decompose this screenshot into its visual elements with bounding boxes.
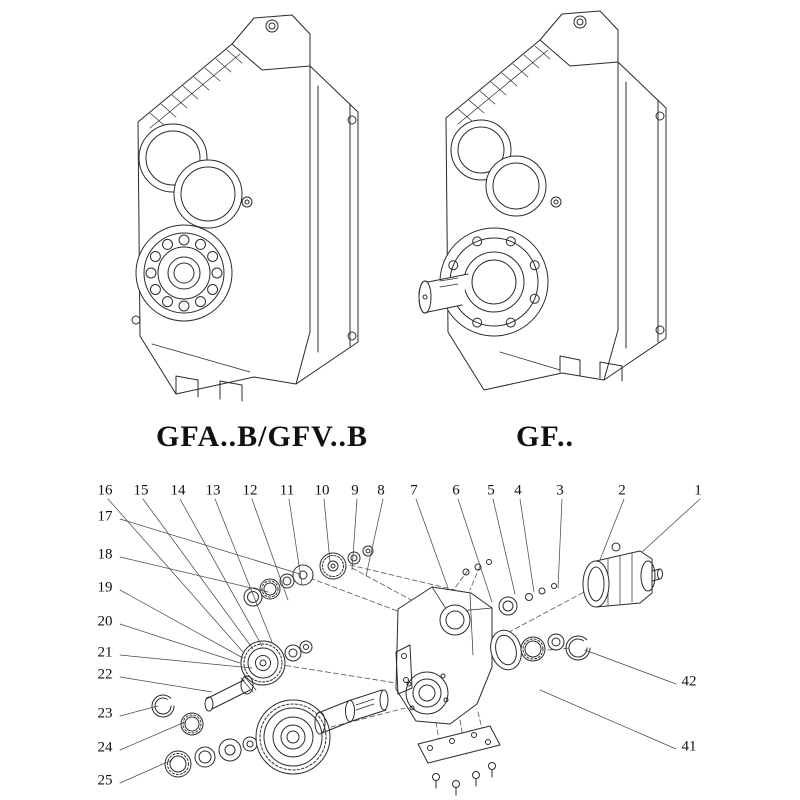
part-right-rings — [490, 583, 591, 671]
part-label-19: 19 — [97, 579, 113, 596]
caption-gfab: GFA..B/GFV..B — [156, 420, 368, 453]
part-label-18: 18 — [97, 546, 113, 563]
part-intermediate-gear — [240, 640, 313, 686]
gearbox-drawing-gfab — [131, 14, 359, 402]
part-label-23: 23 — [97, 705, 113, 722]
part-label-8: 8 — [377, 482, 385, 499]
part-snap-ring — [151, 694, 175, 718]
gearbox-drawing-gf — [418, 10, 667, 391]
part-label-9: 9 — [351, 482, 359, 499]
part-label-1: 1 — [694, 482, 702, 499]
part-bolts-top — [462, 559, 492, 576]
part-output-shaft — [314, 689, 389, 735]
part-upper-shaft-cluster — [243, 545, 374, 607]
exploded-view — [107, 498, 701, 796]
part-label-14: 14 — [170, 482, 186, 499]
part-label-12: 12 — [242, 482, 258, 499]
part-label-15: 15 — [133, 482, 149, 499]
part-large-gear — [255, 699, 331, 775]
part-label-42: 42 — [681, 673, 697, 690]
part-label-3: 3 — [556, 482, 564, 499]
part-pinion-shaft — [204, 675, 257, 712]
part-label-16: 16 — [97, 482, 113, 499]
leader-lines — [107, 498, 701, 784]
part-label-24: 24 — [97, 739, 113, 756]
caption-gf: GF.. — [516, 420, 574, 453]
part-label-25: 25 — [97, 772, 113, 789]
part-label-11: 11 — [279, 482, 295, 499]
part-motor-adapter — [582, 542, 663, 608]
part-label-41: 41 — [681, 738, 697, 755]
part-bearing — [180, 712, 204, 736]
part-label-2: 2 — [618, 482, 626, 499]
part-label-22: 22 — [97, 666, 113, 683]
part-label-21: 21 — [97, 644, 113, 661]
part-label-7: 7 — [410, 482, 418, 499]
part-washer-set — [164, 736, 258, 778]
part-label-20: 20 — [97, 613, 113, 630]
part-label-13: 13 — [205, 482, 221, 499]
part-housing — [395, 586, 493, 725]
part-bottom-gasket — [417, 725, 501, 796]
part-label-10: 10 — [314, 482, 330, 499]
part-label-4: 4 — [514, 482, 522, 499]
part-label-5: 5 — [487, 482, 495, 499]
part-label-17: 17 — [97, 508, 113, 525]
part-label-6: 6 — [452, 482, 460, 499]
